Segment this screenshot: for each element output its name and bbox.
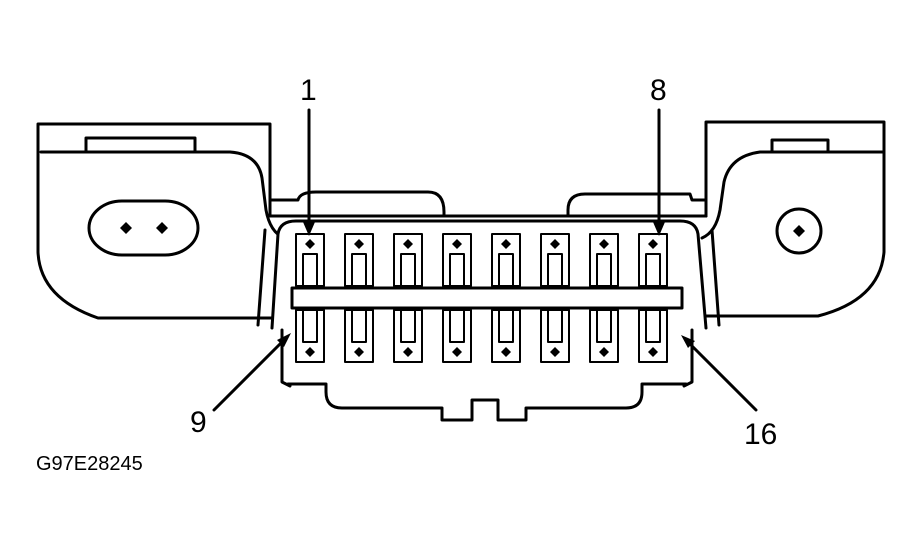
pin-cavity-6 xyxy=(540,233,570,287)
callout-pin-9: 9 xyxy=(190,406,207,439)
left-mounting-slot xyxy=(87,199,200,257)
pin-cavity-4 xyxy=(442,233,472,287)
pin-cavity-12 xyxy=(442,309,472,363)
pin-cavity-8 xyxy=(638,233,668,287)
pin-cavity-15 xyxy=(589,309,619,363)
callout-arrows xyxy=(212,108,758,412)
arrow-pin-16-head xyxy=(681,335,695,348)
slot-dot-right xyxy=(156,222,168,234)
arrow-pin-16-line xyxy=(688,342,758,412)
figure-code: G97E28245 xyxy=(36,453,143,475)
arrow-pin-9-line xyxy=(212,340,284,412)
row-divider xyxy=(290,286,684,310)
pin-cavity-11 xyxy=(393,309,423,363)
pin-cavity-3 xyxy=(393,233,423,287)
right-mounting-ear xyxy=(700,120,886,318)
pin-cavity-10 xyxy=(344,309,374,363)
arrow-pin-9-head xyxy=(277,333,291,347)
pin-cavity-1 xyxy=(295,233,325,287)
pin-cavity-5 xyxy=(491,233,521,287)
left-mounting-ear xyxy=(36,122,286,320)
arrow-pin-1-head xyxy=(303,222,315,236)
callout-pin-1: 1 xyxy=(300,74,317,107)
pin-cavity-14 xyxy=(540,309,570,363)
callout-pin-16: 16 xyxy=(744,418,777,451)
mounting-screw-hole xyxy=(775,207,823,255)
pin-cavity-7 xyxy=(589,233,619,287)
pin-cavity-2 xyxy=(344,233,374,287)
callout-pin-8: 8 xyxy=(650,74,667,107)
slot-dot-left xyxy=(120,222,132,234)
pin-cavity-9 xyxy=(295,309,325,363)
pin-cavity-16 xyxy=(638,309,668,363)
connector-bottom xyxy=(286,382,688,422)
arrow-pin-8-head xyxy=(653,222,665,236)
pin-cavity-13 xyxy=(491,309,521,363)
screw-hole-dot xyxy=(793,225,805,237)
pin-array xyxy=(295,233,668,363)
connector-top-edge xyxy=(268,190,708,218)
